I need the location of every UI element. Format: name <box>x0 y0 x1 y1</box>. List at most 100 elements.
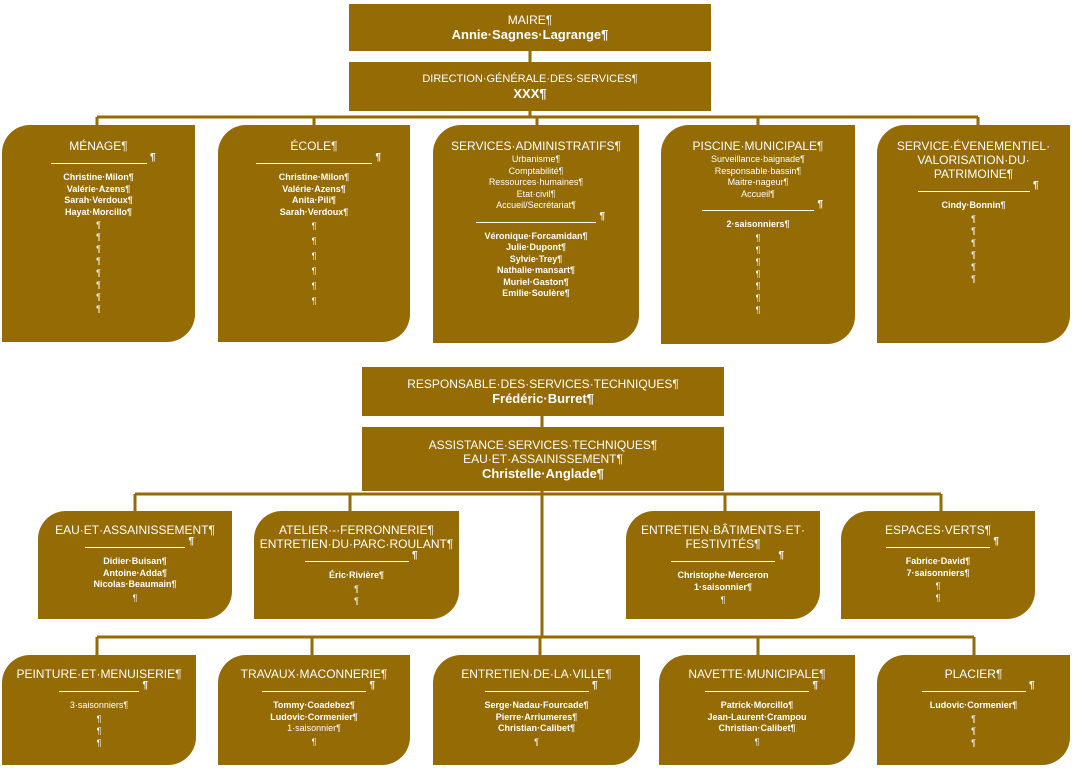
person: Véronique·Forcamidan¶ <box>484 230 588 241</box>
paragraph-marks: ¶ <box>534 736 539 747</box>
department-title: PISCINE·MUNICIPALE¶ <box>692 139 824 153</box>
service-placier: PLACIER¶ ¶ Ludovic·Cormenier¶ ¶¶¶ <box>877 655 1070 765</box>
person: Éric·Rivière¶ <box>328 570 385 580</box>
person: Anita·Pili¶ <box>291 195 336 205</box>
person: Serge·Nadau·Fourcade¶ <box>484 700 589 710</box>
person: Christine·Milon¶ <box>63 172 134 182</box>
person: Ludovic·Cormenier¶ <box>270 711 358 722</box>
separator-line: ¶ <box>262 680 375 692</box>
separator-line: ¶ <box>304 550 418 562</box>
person: Tommy·Coadebez¶ <box>273 700 355 710</box>
subservices-list: Surveillance·baignade¶ Responsable·bassi… <box>711 154 805 200</box>
people-list: 2·saisonniers¶ <box>726 219 789 231</box>
technical-head-name: Frédéric·Burret¶ <box>492 391 594 406</box>
service-travaux-maconnerie: TRAVAUX·MACONNERIE¶ ¶ Tommy·Coadebez¶ Lu… <box>218 655 410 765</box>
person: Nicolas·Beaumain¶ <box>93 579 177 589</box>
separator-mark: ¶ <box>778 550 784 561</box>
person: Patrick·Morcillo¶ <box>720 700 794 710</box>
person: Christian·Calibet¶ <box>718 723 796 733</box>
person: Christine·Milon¶ <box>278 172 350 182</box>
person: Christian·Calibet¶ <box>497 723 575 733</box>
department-title: PLACIER¶ <box>944 667 1003 681</box>
person: Fabrice·David¶ <box>905 556 971 566</box>
people-list: 3·saisonniers¶ <box>70 700 128 712</box>
department-title: MÉNAGE¶ <box>69 139 128 153</box>
department-title: ENTRETIEN·DE·LA·VILLE¶ <box>461 667 612 681</box>
paragraph-marks: ¶¶ <box>935 581 941 603</box>
separator-line: ¶ <box>702 199 823 211</box>
subservice: Etat·civil¶ <box>516 188 556 199</box>
technical-assistant-subtitle: EAU·ET·ASSAINISSEMENT¶ <box>463 451 623 466</box>
department-menage: MÉNAGE¶ ¶ Christine·Milon¶ Valérie·Azens… <box>2 125 195 342</box>
person: Jean-Laurent·Crampou <box>707 711 807 722</box>
separator-mark: ¶ <box>149 152 156 163</box>
person: Ludovic·Cormenier¶ <box>929 700 1018 710</box>
people-list: Patrick·Morcillo¶ Jean-Laurent·Crampou C… <box>707 700 806 735</box>
paragraph-marks: ¶ <box>754 736 760 747</box>
separator-line: ¶ <box>59 680 148 692</box>
service-espaces-verts: ESPACES·VERTS¶ ¶ Fabrice·David¶ 7·saison… <box>841 511 1035 619</box>
people-list: Christophe·Merceron 1·saisonnier¶ <box>677 570 768 593</box>
service-navette-municipale: NAVETTE·MUNICIPALE¶ ¶ Patrick·Morcillo¶ … <box>659 655 855 765</box>
service-entretien-ville: ENTRETIEN·DE·LA·VILLE¶ ¶ Serge·Nadau·Fou… <box>433 655 640 765</box>
separator-line: ¶ <box>921 680 1035 692</box>
department-title: SERVICES·ADMINISTRATIFS¶ <box>450 139 622 153</box>
people-list: Serge·Nadau·Fourcade¶ Pierre·Arriumeres¶… <box>484 700 588 735</box>
person: Hayat·Morcillo¶ <box>64 206 132 217</box>
department-title: NAVETTE·MUNICIPALE¶ <box>688 667 826 681</box>
people-list: Christine·Milon¶ Valérie·Azens¶ Sarah·Ve… <box>63 172 134 218</box>
person: Valérie·Azens¶ <box>66 183 131 194</box>
technical-assistant-title: ASSISTANCE·SERVICES·TECHNIQUES¶ <box>428 437 658 452</box>
separator-line: ¶ <box>705 680 818 692</box>
paragraph-marks: ¶ <box>311 736 317 747</box>
person: Valérie·Azens¶ <box>282 183 346 194</box>
separator-line: ¶ <box>50 152 156 164</box>
department-ecole: ÉCOLE¶ ¶ Christine·Milon¶ Valérie·Azens¶… <box>218 125 410 342</box>
separator-mark: ¶ <box>993 536 999 547</box>
technical-assistant-box: ASSISTANCE·SERVICES·TECHNIQUES¶ EAU·ET·A… <box>362 427 724 491</box>
separator-mark: ¶ <box>411 550 418 561</box>
people-list: Christine·Milon¶ Valérie·Azens¶ Anita·Pi… <box>279 172 350 218</box>
dgs-name: XXX¶ <box>513 86 547 101</box>
subservice: Surveillance·baignade¶ <box>711 154 805 164</box>
separator-line: ¶ <box>476 211 605 223</box>
separator-mark: ¶ <box>812 680 818 691</box>
person: 7·saisonniers¶ <box>906 567 970 578</box>
person: Sarah·Verdoux¶ <box>64 195 133 205</box>
people-list: Tommy·Coadebez¶ Ludovic·Cormenier¶ 1·sai… <box>270 700 358 735</box>
separator-mark: ¶ <box>817 199 823 210</box>
paragraph-marks: ¶¶ <box>354 583 359 606</box>
department-title: ATELIER·-·FERRONNERIE¶ ENTRETIEN·DU·PARC… <box>259 523 454 551</box>
separator-line: ¶ <box>484 680 598 692</box>
subservice: Responsable·bassin¶ <box>714 165 802 176</box>
paragraph-marks: ¶¶ ¶¶ ¶¶ <box>311 221 317 306</box>
department-title: TRAVAUX·MACONNERIE¶ <box>240 667 388 681</box>
separator-line: ¶ <box>85 536 194 548</box>
person: Pierre·Arriumeres¶ <box>495 711 578 722</box>
paragraph-marks: ¶ <box>720 595 726 605</box>
dgs-box: DIRECTION·GÉNÉRALE·DES·SERVICES¶ XXX¶ <box>349 62 711 111</box>
department-title: ÉCOLE¶ <box>290 139 338 153</box>
person: Sylvie·Trey¶ <box>509 253 563 264</box>
separator-mark: ¶ <box>375 152 381 163</box>
separator-line: ¶ <box>671 550 784 562</box>
separator-mark: ¶ <box>1028 680 1035 691</box>
department-title: ESPACES·VERTS¶ <box>884 523 992 537</box>
separator-line: ¶ <box>886 536 999 548</box>
people-list: Ludovic·Cormenier¶ <box>930 700 1018 712</box>
paragraph-marks: ¶¶ ¶¶ ¶¶ ¶¶ <box>96 220 101 314</box>
person: 3·saisonniers¶ <box>69 700 129 710</box>
technical-head-title: RESPONSABLE·DES·SERVICES·TECHNIQUES¶ <box>407 377 679 391</box>
person: Julie·Dupont¶ <box>506 242 566 252</box>
separator-mark: ¶ <box>1032 180 1039 191</box>
people-list: Didier·Buisan¶ Antoine·Adda¶ Nicolas·Bea… <box>93 556 176 591</box>
service-eau-assainissement: EAU·ET·ASSAINISSEMENT¶ ¶ Didier·Buisan¶ … <box>38 511 232 619</box>
paragraph-marks: ¶¶¶ <box>96 713 102 748</box>
person: Nathalie·mansart¶ <box>496 265 576 275</box>
people-list: Véronique·Forcamidan¶ Julie·Dupont¶ Sylv… <box>484 231 587 300</box>
separator-mark: ¶ <box>188 536 194 547</box>
department-services-administratifs: SERVICES·ADMINISTRATIFS¶ Urbanisme¶ Comp… <box>433 125 639 343</box>
people-list: Fabrice·David¶ 7·saisonniers¶ <box>906 556 971 579</box>
department-title: ENTRETIEN·BÂTIMENTS·ET· FESTIVITÉS¶ <box>641 523 805 551</box>
